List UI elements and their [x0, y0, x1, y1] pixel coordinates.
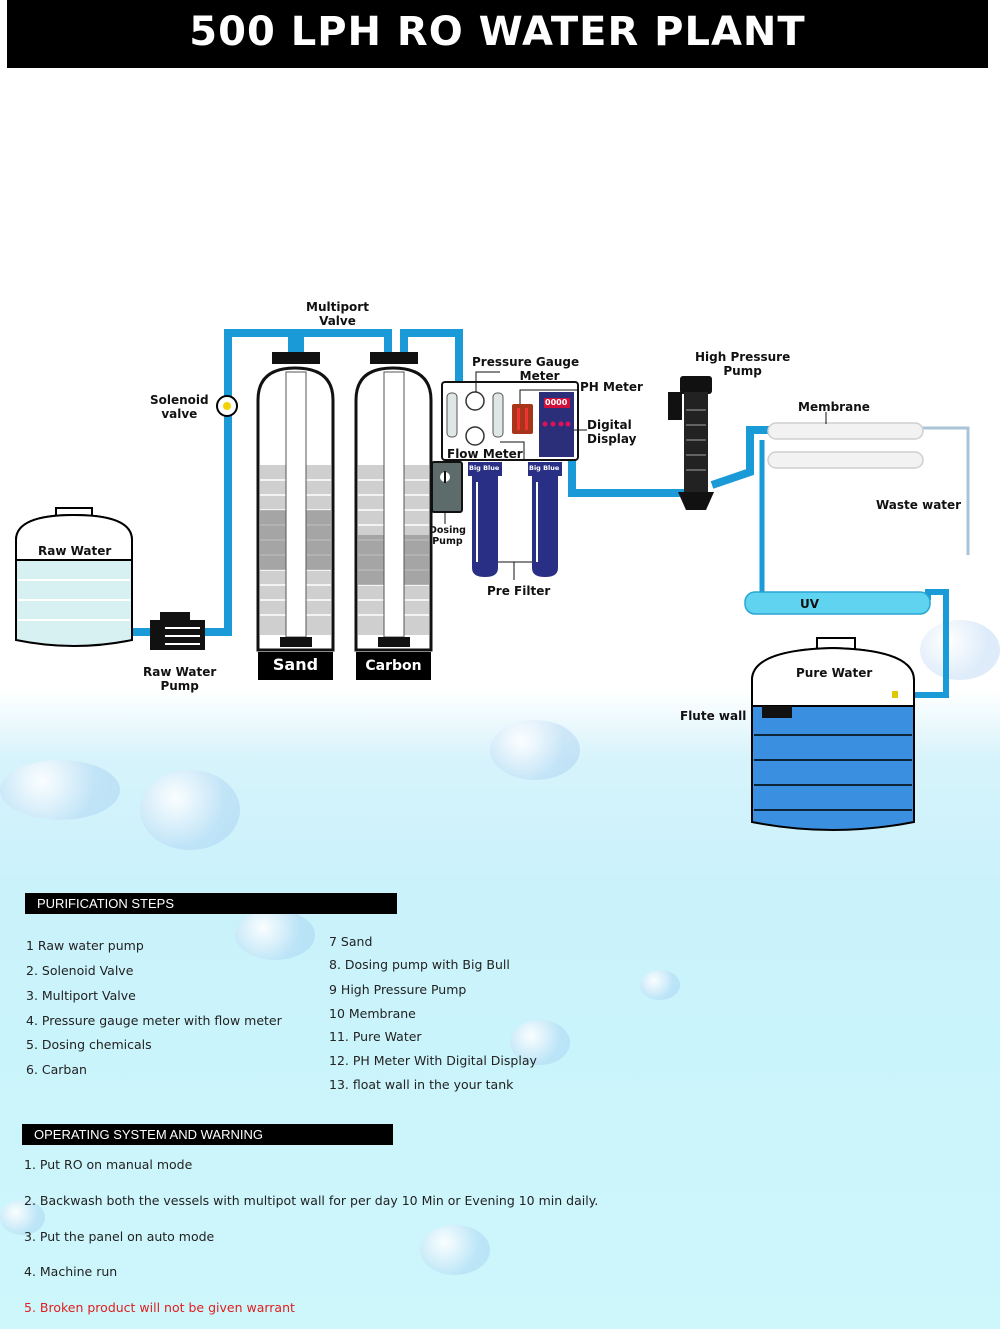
operating-item: 3. Put the panel on auto mode: [24, 1229, 215, 1244]
step-item: 10 Membrane: [329, 1006, 416, 1021]
label-carbon: Carbon: [356, 652, 431, 680]
flow-meter-icon: [492, 392, 504, 438]
step-item: 12. PH Meter With Digital Display: [329, 1053, 537, 1068]
float-valve-icon: [762, 706, 792, 718]
bubble-decoration: [510, 1020, 570, 1065]
step-item: 13. float wall in the your tank: [329, 1077, 514, 1092]
raw-water-tank: [15, 507, 133, 647]
label-waste-water: Waste water: [876, 498, 962, 512]
page-title: 500 LPH RO WATER PLANT: [7, 0, 988, 68]
carbon-vessel: [354, 352, 433, 652]
step-item: 1 Raw water pump: [26, 938, 144, 953]
solenoid-valve-icon: [216, 395, 238, 417]
label-uv: UV: [800, 597, 820, 611]
pipe-carbon-to-panel: [400, 329, 463, 385]
step-item: 8. Dosing pump with Big Bull: [329, 957, 510, 972]
step-item: 3. Multiport Valve: [26, 988, 136, 1003]
step-item: 11. Pure Water: [329, 1029, 422, 1044]
label-big-blue-2: Big Blue: [529, 464, 560, 472]
bubble-decoration: [140, 770, 240, 850]
membrane-housings: [767, 422, 924, 469]
bubble-decoration: [640, 970, 680, 1000]
operating-heading: OPERATING SYSTEM AND WARNING: [22, 1124, 393, 1145]
bubble-decoration: [0, 1200, 45, 1235]
operating-item: 4. Machine run: [24, 1264, 118, 1279]
label-raw-water: Raw Water: [38, 544, 112, 558]
purification-steps-heading: PURIFICATION STEPS: [25, 893, 397, 914]
pre-filter-2: [528, 462, 562, 577]
digital-readout: 0000: [545, 398, 568, 407]
label-ph-meter: PH Meter: [580, 380, 643, 394]
pressure-gauge-icon: [465, 426, 485, 446]
label-flow-meter: Flow Meter: [447, 447, 523, 461]
pipes: [132, 329, 949, 698]
pipe-hp-pump-to-membrane: [710, 426, 770, 489]
label-pre-filter: Pre Filter: [487, 584, 551, 598]
bubble-decoration: [490, 720, 580, 780]
pre-filter-1: [468, 462, 502, 577]
dosing-pump: [431, 461, 463, 524]
waste-water-pipe: [918, 426, 970, 555]
pipe-pump-to-valve: [205, 329, 296, 636]
label-membrane: Membrane: [798, 400, 870, 414]
sand-vessel: [256, 352, 335, 652]
uv-sterilizer: [744, 591, 931, 615]
operating-item: 1. Put RO on manual mode: [24, 1157, 193, 1172]
label-pure-water: Pure Water: [796, 666, 873, 680]
raw-water-pump: [150, 612, 205, 650]
control-panel: [441, 371, 587, 461]
flow-meter-icon: [446, 392, 458, 438]
bubble-decoration: [0, 760, 120, 820]
pressure-gauge-icon: [465, 391, 485, 411]
label-big-blue-1: Big Blue: [469, 464, 500, 472]
label-sand: Sand: [258, 652, 333, 680]
ph-meter-icon: [512, 404, 533, 434]
label-flute-wall: Flute wall: [680, 709, 747, 723]
step-item: 9 High Pressure Pump: [329, 982, 467, 997]
pipe-uv-to-tank: [898, 589, 949, 698]
bubble-decoration: [420, 1225, 490, 1275]
operating-item: 2. Backwash both the vessels with multip…: [24, 1193, 599, 1208]
pure-water-tank: [751, 637, 915, 831]
high-pressure-pump: [668, 376, 714, 510]
bubble-decoration: [235, 910, 315, 960]
step-item: 6. Carban: [26, 1062, 87, 1077]
step-item: 5. Dosing chemicals: [26, 1037, 152, 1052]
pipe-panel-to-hp-pump: [568, 460, 690, 497]
pipe-sand-to-carbon: [296, 329, 392, 355]
step-item: 4. Pressure gauge meter with flow meter: [26, 1013, 282, 1028]
warning-item: 5. Broken product will not be given warr…: [24, 1300, 295, 1315]
step-item: 2. Solenoid Valve: [26, 963, 134, 978]
bubble-decoration: [920, 620, 1000, 680]
step-item: 7 Sand: [329, 934, 373, 949]
ro-plant-diagram: [15, 329, 970, 831]
